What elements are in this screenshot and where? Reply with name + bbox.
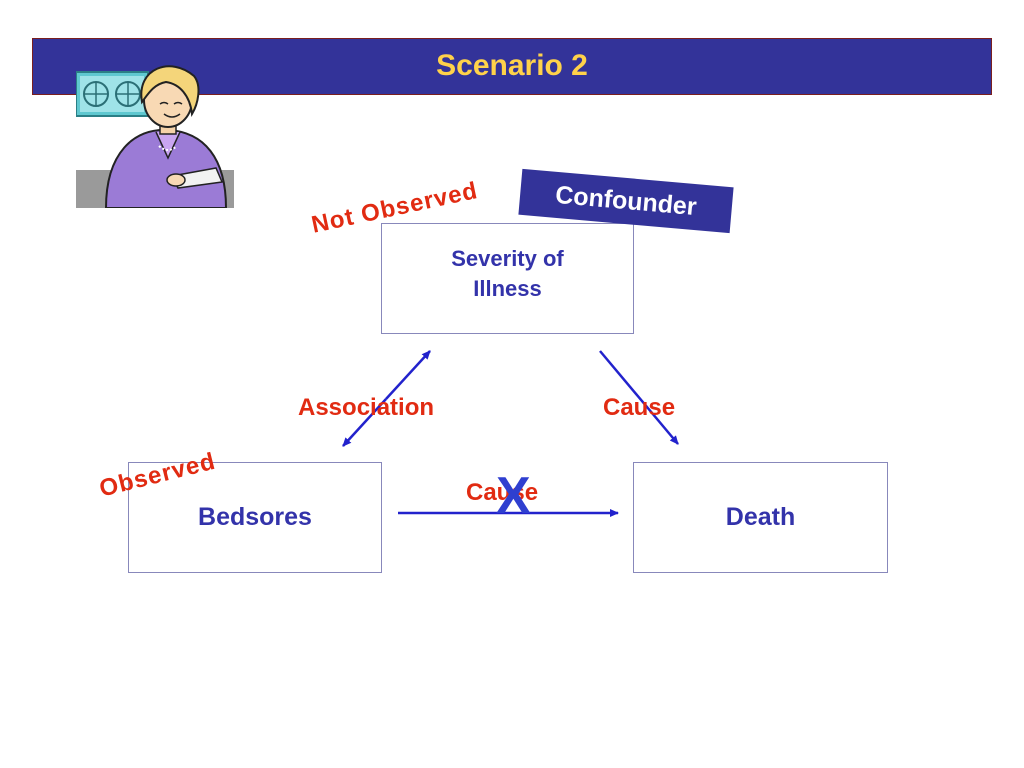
bedsores-node: Bedsores <box>128 462 382 573</box>
cause-label-right: Cause <box>603 394 676 421</box>
severity-of-illness-label: Severity of Illness <box>451 245 564 301</box>
death-label: Death <box>725 503 796 531</box>
severity-of-illness-node: Severity of Illness <box>381 223 634 334</box>
bedsores-label: Bedsores <box>198 503 312 531</box>
cause-label-bottom: Cause <box>466 479 539 506</box>
cross-out-x-mark: X <box>496 467 531 525</box>
woman-at-desk-clipart <box>76 65 234 208</box>
association-arrow-down <box>342 398 387 447</box>
association-label: Association <box>298 394 435 421</box>
slide-title: Scenario 2 <box>436 49 588 82</box>
severity-to-death-arrow <box>599 350 679 445</box>
death-node: Death <box>633 462 888 573</box>
association-arrow-up <box>385 350 431 400</box>
